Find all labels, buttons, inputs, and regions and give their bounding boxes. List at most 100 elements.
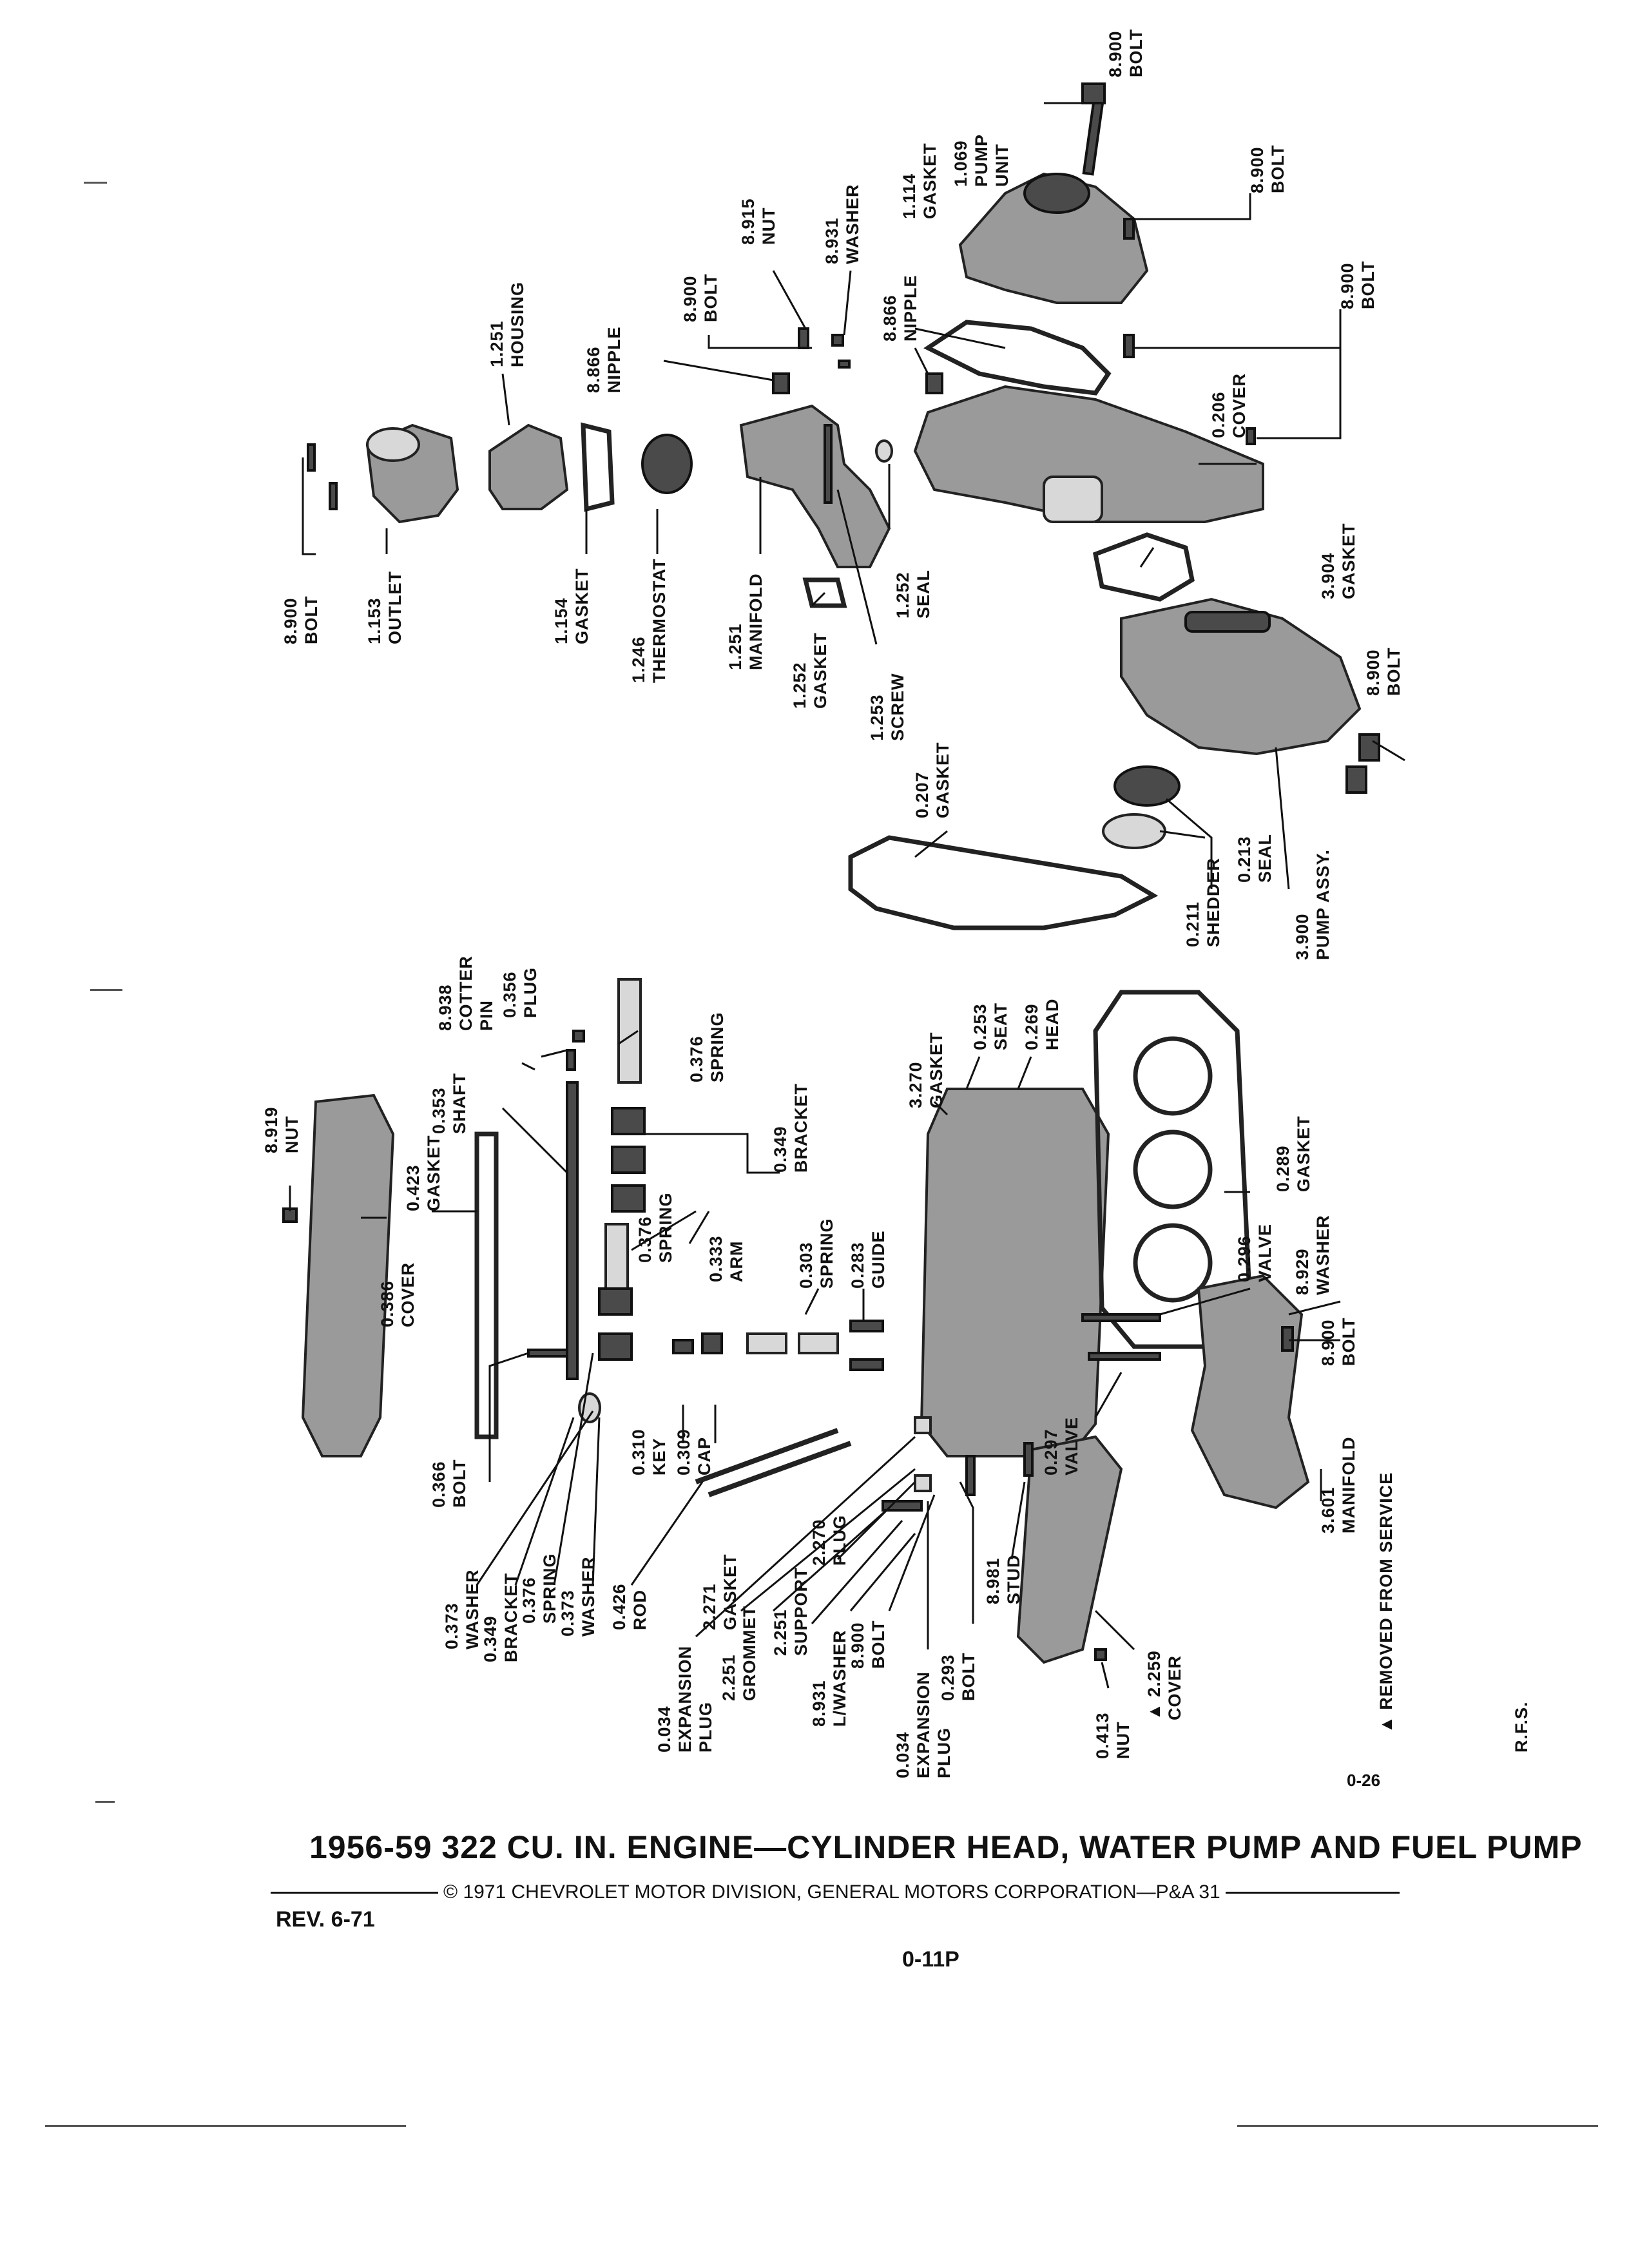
- small-washer: [838, 360, 851, 369]
- exhaust-valve: [1081, 1313, 1161, 1322]
- svg-text:0.353: 0.353: [429, 1087, 448, 1134]
- label-gasket-2271: 2.271 GASKET: [700, 1553, 740, 1630]
- pushrod-cover: [1016, 1435, 1123, 1664]
- svg-text:STUD: STUD: [1004, 1555, 1023, 1605]
- label-valve-0296: 0.296 VALVE: [1235, 1224, 1275, 1282]
- svg-text:SPRING: SPRING: [817, 1218, 836, 1289]
- pump-seal: [1113, 765, 1181, 807]
- valve-spring: [746, 1332, 787, 1354]
- rocker-cover-gasket: [474, 1131, 499, 1439]
- long-bolt: [1082, 95, 1105, 176]
- fuel-pump-group: [848, 532, 1380, 930]
- svg-text:CAP: CAP: [695, 1437, 714, 1475]
- label-washer-8931: 8.931 WASHER: [822, 184, 862, 264]
- pump-gasket: [923, 320, 1112, 396]
- label-plug-0356: 0.356 PLUG: [500, 967, 540, 1018]
- svg-text:8.981: 8.981: [983, 1557, 1003, 1604]
- svg-text:BOLT: BOLT: [1339, 1318, 1358, 1366]
- svg-text:BOLT: BOLT: [1358, 261, 1378, 309]
- margin-mark: [90, 989, 122, 991]
- svg-text:NUT: NUT: [1113, 1722, 1133, 1760]
- svg-text:BOLT: BOLT: [450, 1459, 469, 1508]
- label-bracket-0349-b: 0.349 BRACKET: [481, 1573, 521, 1662]
- svg-text:0.349: 0.349: [771, 1126, 790, 1173]
- svg-text:GASKET: GASKET: [424, 1135, 443, 1211]
- svg-text:8.938: 8.938: [436, 984, 455, 1031]
- svg-text:GASKET: GASKET: [1294, 1115, 1313, 1192]
- svg-text:0.373: 0.373: [558, 1590, 577, 1637]
- svg-text:COVER: COVER: [1165, 1655, 1184, 1720]
- svg-text:1.246: 1.246: [629, 636, 648, 683]
- label-valve-0297: 0.297 VALVE: [1041, 1417, 1081, 1475]
- fuel-pump-arm: [1184, 611, 1271, 633]
- svg-text:2.251: 2.251: [719, 1654, 738, 1701]
- svg-text:8.900: 8.900: [1318, 1319, 1338, 1366]
- label-expansion-plug-b: 0.034 EXPANSION PLUG: [893, 1671, 954, 1778]
- svg-text:COVER: COVER: [1229, 373, 1249, 438]
- label-nipple-b: 8.866 NIPPLE: [880, 274, 920, 341]
- label-arm: 0.333 ARM: [706, 1235, 746, 1282]
- valve-guide: [849, 1358, 884, 1371]
- label-nut-8915: 8.915 NUT: [738, 198, 778, 245]
- front-cover-gasket: [848, 835, 1159, 930]
- outlet-gasket: [581, 422, 615, 512]
- revision-label: REV. 6-71: [276, 1907, 375, 1932]
- label-outlet: 1.153 OUTLET: [365, 571, 405, 644]
- label-stud: 8.981 STUD: [983, 1555, 1023, 1605]
- label-shaft: 0.353 SHAFT: [429, 1073, 469, 1134]
- label-bolt-right-top: 8.900 BOLT: [1248, 145, 1287, 193]
- svg-text:BOLT: BOLT: [302, 596, 321, 644]
- svg-text:0.356: 0.356: [500, 971, 519, 1018]
- svg-text:NIPPLE: NIPPLE: [604, 326, 624, 393]
- svg-text:0.297: 0.297: [1041, 1428, 1061, 1475]
- label-cover-0206: 0.206 COVER: [1209, 373, 1249, 438]
- rocker-arm: [598, 1287, 633, 1316]
- cover-nut: [1094, 1648, 1107, 1661]
- svg-text:3.601: 3.601: [1318, 1486, 1338, 1533]
- svg-text:MANIFOLD: MANIFOLD: [746, 573, 766, 670]
- label-shedder: 0.211 SHEDDER: [1183, 858, 1223, 947]
- manifold-screw: [824, 424, 833, 504]
- label-gasket-1154: 1.154 GASKET: [552, 568, 592, 644]
- svg-text:3.900: 3.900: [1293, 913, 1312, 960]
- svg-text:PUMP: PUMP: [972, 134, 991, 187]
- manifold-bolt: [1281, 1326, 1294, 1352]
- svg-text:GASKET: GASKET: [927, 1032, 946, 1108]
- label-gasket-3904: 3.904 GASKET: [1318, 523, 1358, 599]
- part-labels: 8.900 BOLT 8.900 BOLT 8.900 BOLT 1.069 P…: [262, 29, 1531, 1778]
- fuel-pump-bolt: [1358, 733, 1380, 762]
- svg-text:8.919: 8.919: [262, 1106, 281, 1153]
- svg-text:0.034: 0.034: [893, 1731, 912, 1778]
- svg-text:THERMOSTAT: THERMOSTAT: [650, 559, 669, 683]
- water-pump-group: [307, 82, 1264, 608]
- copyright-line: © 1971 CHEVROLET MOTOR DIVISION, GENERAL…: [271, 1881, 1508, 1903]
- svg-text:UNIT: UNIT: [992, 144, 1012, 187]
- svg-text:0.034: 0.034: [655, 1706, 674, 1753]
- label-gasket-0207: 0.207 GASKET: [912, 742, 952, 818]
- svg-text:0.293: 0.293: [938, 1654, 958, 1701]
- valve-spring: [798, 1332, 839, 1354]
- svg-text:8.915: 8.915: [738, 198, 758, 245]
- pushrod: [708, 1441, 852, 1497]
- timing-cover: [913, 385, 1264, 523]
- svg-text:1.154: 1.154: [552, 597, 571, 644]
- label-seal-1252: 1.252 SEAL: [893, 570, 933, 619]
- svg-text:0.376: 0.376: [635, 1216, 655, 1263]
- label-support: 2.251 SUPPORT: [771, 1567, 811, 1656]
- svg-text:3.904: 3.904: [1318, 552, 1338, 599]
- svg-text:PUMP ASSY.: PUMP ASSY.: [1313, 849, 1333, 960]
- svg-text:8.900: 8.900: [1106, 30, 1125, 77]
- svg-text:8.900: 8.900: [1338, 262, 1357, 309]
- label-gasket-0423: 0.423 GASKET: [403, 1135, 443, 1211]
- small-bolt: [1123, 218, 1135, 240]
- long-bolt-head: [1081, 82, 1106, 104]
- label-cover-2259: ▲ 2.259 COVER: [1144, 1650, 1184, 1720]
- svg-text:8.900: 8.900: [1364, 649, 1383, 696]
- svg-text:GROMMET: GROMMET: [740, 1606, 759, 1701]
- svg-text:GASKET: GASKET: [1339, 523, 1358, 599]
- label-spring-0376-c: 0.376 SPRING: [519, 1553, 559, 1624]
- svg-text:R.F.S.: R.F.S.: [1512, 1701, 1531, 1753]
- water-outlet-neck: [366, 427, 420, 462]
- label-bolt-0293: 0.293 BOLT: [938, 1653, 978, 1701]
- rocker-bolt: [527, 1349, 568, 1358]
